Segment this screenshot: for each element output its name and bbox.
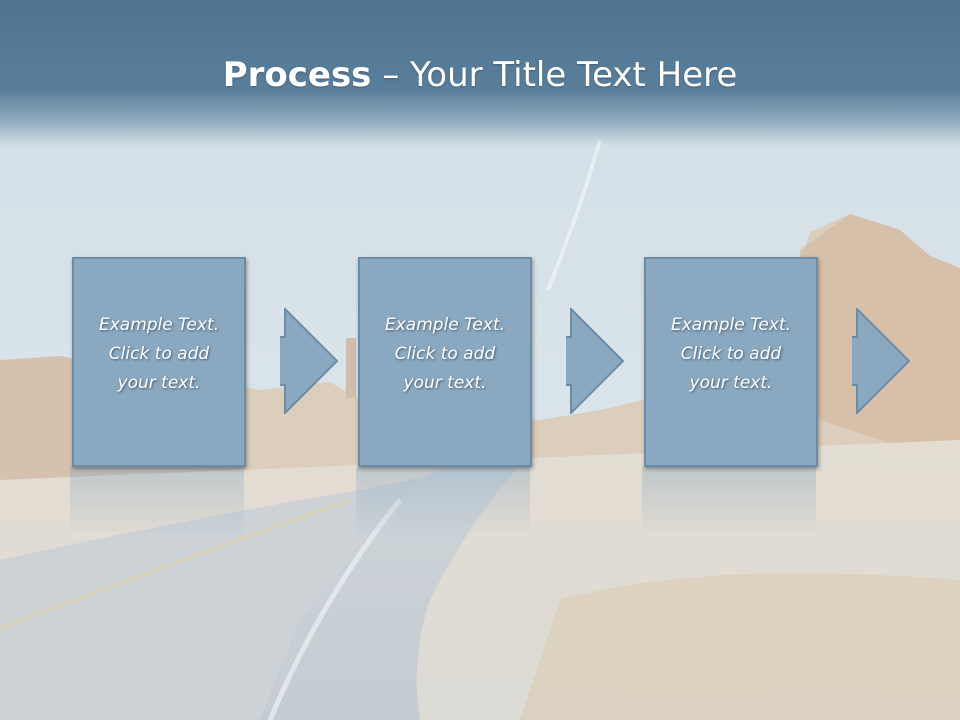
step-1-line-2: Click to add [108,344,210,364]
arrow-right-icon[interactable] [566,308,626,414]
step-3-line-1: Example Text. [670,315,792,335]
step-2-text[interactable]: Example Text. Click to add your text. [360,311,530,398]
slide-title[interactable]: Process – Your Title Text Here [0,52,960,98]
header-band [0,0,960,146]
step-2-line-3: your text. [403,373,487,393]
title-rest: – Your Title Text Here [371,55,738,95]
step-3-reflection [642,467,816,537]
step-1-line-3: your text. [117,373,201,393]
arrow-right-icon[interactable] [852,308,912,414]
step-2-reflection [356,467,530,537]
step-3-text[interactable]: Example Text. Click to add your text. [646,311,816,398]
step-3-line-2: Click to add [680,344,782,364]
process-step-3[interactable]: Example Text. Click to add your text. [644,257,818,467]
step-1-reflection [70,467,244,537]
step-3-line-3: your text. [689,373,773,393]
arrow-right-icon[interactable] [280,308,340,414]
step-2-line-2: Click to add [394,344,496,364]
step-1-line-1: Example Text. [98,315,220,335]
step-1-text[interactable]: Example Text. Click to add your text. [74,311,244,398]
step-2-line-1: Example Text. [384,315,506,335]
process-step-1[interactable]: Example Text. Click to add your text. [72,257,246,467]
title-bold: Process [222,55,372,95]
process-step-2[interactable]: Example Text. Click to add your text. [358,257,532,467]
